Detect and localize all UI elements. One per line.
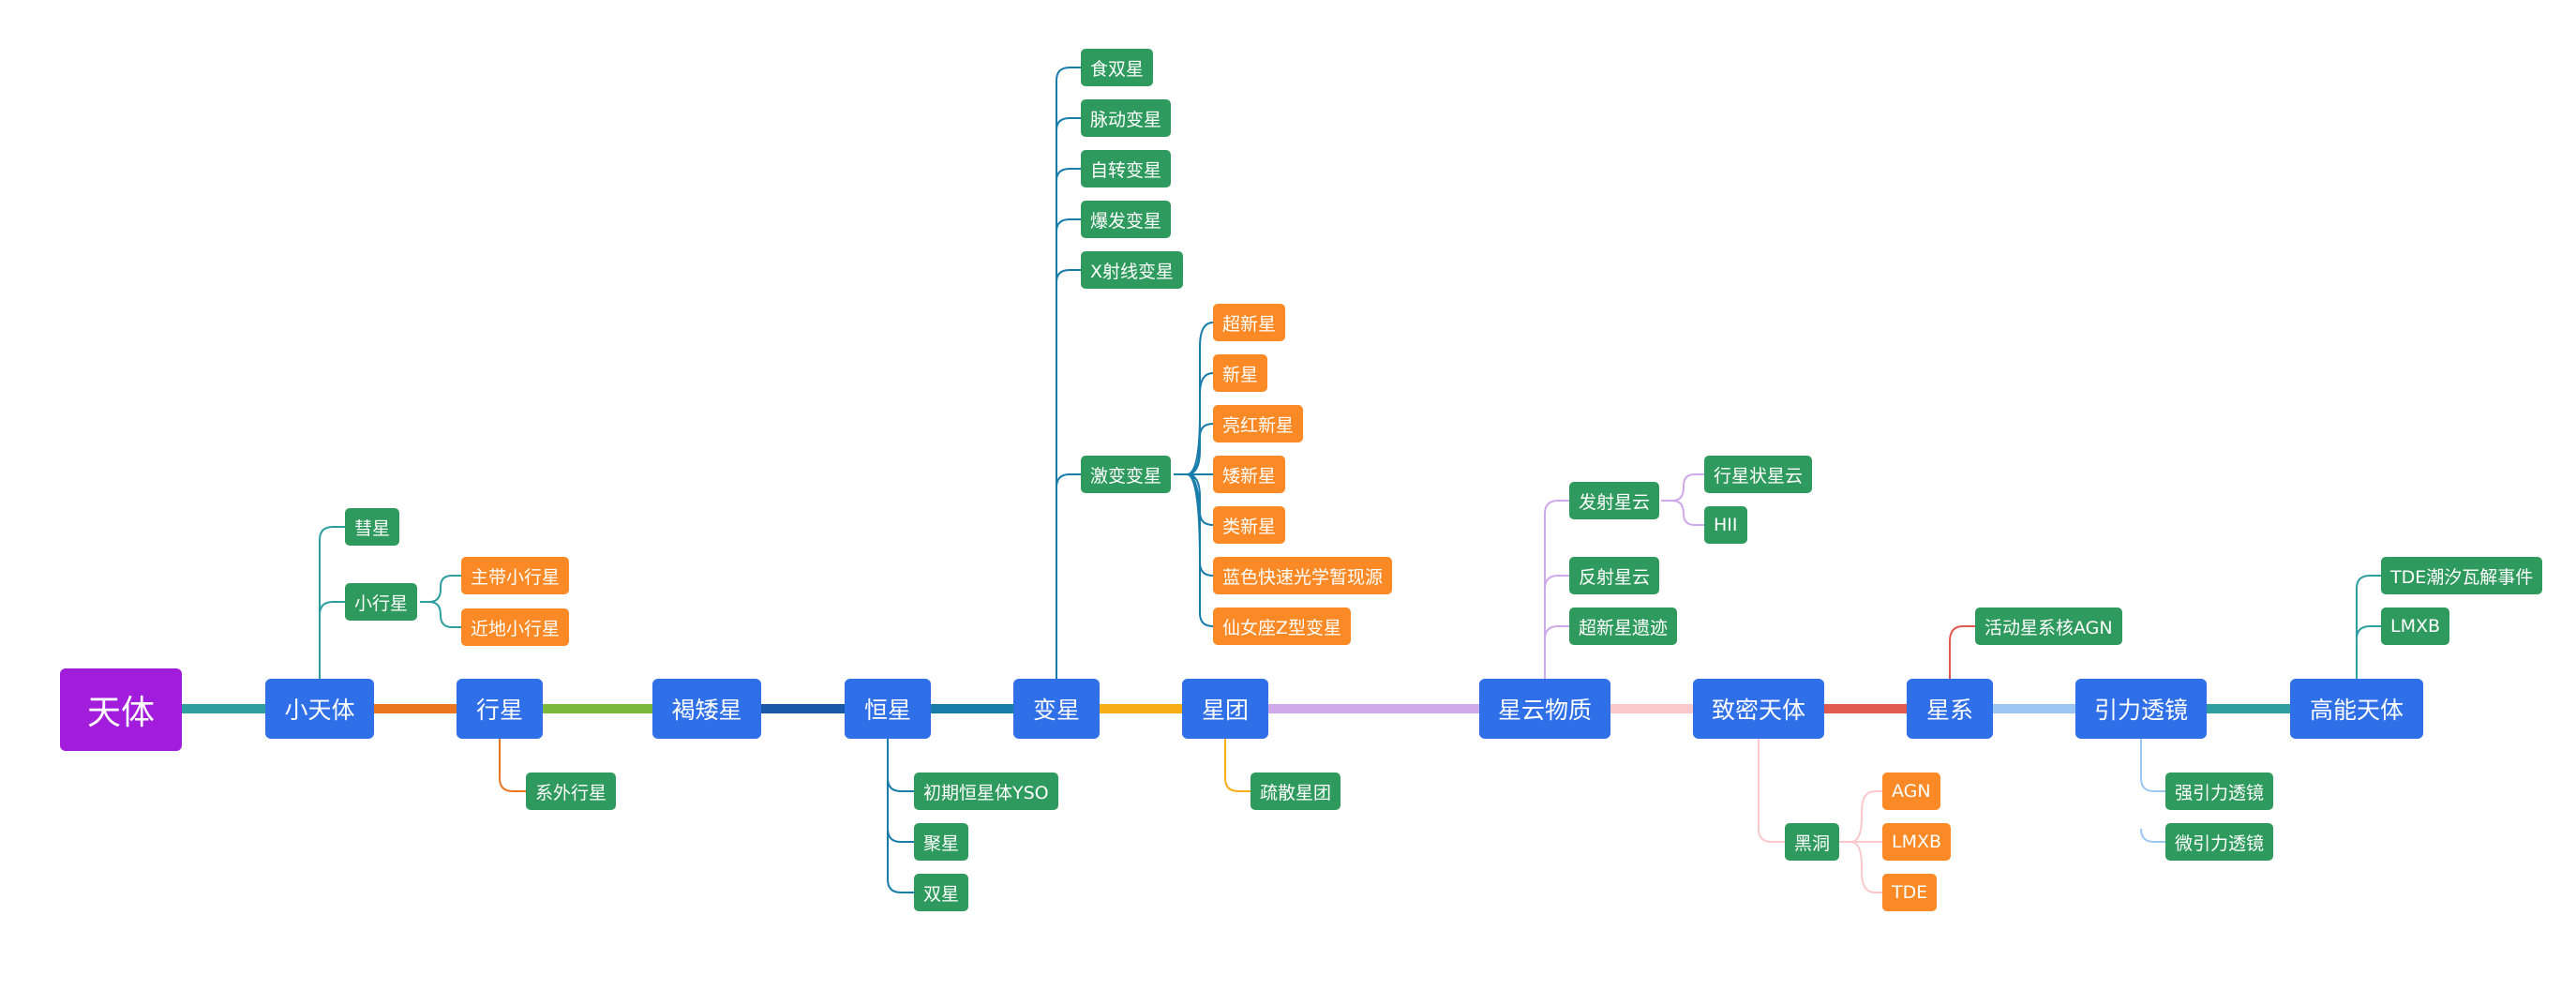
- connector-lensing: [2140, 739, 2165, 843]
- node-binary-star[interactable]: 双星: [914, 874, 969, 911]
- node-comet[interactable]: 彗星: [345, 508, 400, 546]
- node-exoplanet[interactable]: 系外行星: [526, 772, 617, 810]
- node-dwarf-nova[interactable]: 矮新星: [1213, 456, 1286, 493]
- node-strong-lensing[interactable]: 强引力透镜: [2165, 772, 2274, 810]
- connector-black-hole: [1838, 790, 1882, 893]
- node-nebula[interactable]: 星云物质: [1479, 679, 1610, 739]
- node-small-body[interactable]: 小天体: [265, 679, 374, 739]
- node-yso[interactable]: 初期恒星体YSO: [914, 772, 1058, 810]
- node-high-energy[interactable]: 高能天体: [2290, 679, 2423, 739]
- node-nova[interactable]: 新星: [1213, 354, 1268, 392]
- connector-planet: [499, 739, 526, 792]
- node-xray-variable[interactable]: X射线变星: [1081, 251, 1184, 289]
- connector-star: [887, 739, 914, 893]
- connector-minor-planet: [420, 575, 461, 628]
- connector-variable: [1056, 67, 1081, 679]
- node-high-energy-lmxb[interactable]: LMXB: [2381, 608, 2450, 645]
- node-agn[interactable]: AGN: [1882, 772, 1940, 810]
- node-black-hole[interactable]: 黑洞: [1785, 823, 1840, 861]
- node-compact-object[interactable]: 致密天体: [1693, 679, 1824, 739]
- node-fbot[interactable]: 蓝色快速光学暂现源: [1213, 557, 1393, 594]
- connector-small-body: [319, 526, 345, 679]
- node-active-galactic-nucleus[interactable]: 活动星系核AGN: [1975, 608, 2122, 645]
- connector-galaxy: [1949, 625, 1975, 679]
- node-planetary-nebula[interactable]: 行星状星云: [1704, 456, 1813, 493]
- node-multiple-star[interactable]: 聚星: [914, 823, 969, 861]
- node-luminous-red-nova[interactable]: 亮红新星: [1213, 405, 1304, 442]
- node-reflection-nebula[interactable]: 反射星云: [1569, 557, 1660, 594]
- node-cataclysmic-variable[interactable]: 激变变星: [1081, 456, 1172, 493]
- node-z-andromedae[interactable]: 仙女座Z型变星: [1213, 608, 1352, 645]
- node-eclipsing-binary[interactable]: 食双星: [1081, 49, 1154, 86]
- node-eruptive-variable[interactable]: 爆发变星: [1081, 201, 1172, 238]
- node-nova-like[interactable]: 类新星: [1213, 506, 1286, 544]
- node-lmxb[interactable]: LMXB: [1882, 823, 1952, 861]
- connector-compact: [1758, 739, 1785, 843]
- node-near-earth-asteroid[interactable]: 近地小行星: [461, 608, 570, 646]
- node-pulsating-variable[interactable]: 脉动变星: [1081, 99, 1172, 137]
- node-main-belt-asteroid[interactable]: 主带小行星: [461, 557, 570, 594]
- node-variable-star[interactable]: 变星: [1013, 679, 1100, 739]
- connector-emission: [1661, 473, 1704, 526]
- node-gravitational-lensing[interactable]: 引力透镜: [2075, 679, 2207, 739]
- connector-nebula: [1544, 500, 1569, 679]
- node-star-cluster[interactable]: 星团: [1182, 679, 1268, 739]
- connector-cataclysmic: [1174, 322, 1214, 627]
- root-node[interactable]: 天体: [60, 668, 182, 751]
- node-tde[interactable]: TDE: [1882, 874, 1938, 911]
- node-star[interactable]: 恒星: [845, 679, 931, 739]
- node-open-cluster[interactable]: 疏散星团: [1251, 772, 1341, 810]
- node-hii-region[interactable]: HII: [1704, 506, 1747, 544]
- node-planet[interactable]: 行星: [457, 679, 543, 739]
- node-tidal-disruption-event[interactable]: TDE潮汐瓦解事件: [2381, 557, 2543, 594]
- connector-high-energy: [2356, 575, 2381, 679]
- node-supernova[interactable]: 超新星: [1213, 304, 1286, 341]
- node-brown-dwarf[interactable]: 褐矮星: [652, 679, 761, 739]
- node-microlensing[interactable]: 微引力透镜: [2165, 823, 2274, 861]
- node-galaxy[interactable]: 星系: [1907, 679, 1993, 739]
- connector-cluster: [1224, 739, 1251, 792]
- node-emission-nebula[interactable]: 发射星云: [1569, 482, 1660, 519]
- node-minor-planet[interactable]: 小行星: [345, 583, 418, 621]
- node-supernova-remnant[interactable]: 超新星遗迹: [1569, 608, 1678, 645]
- node-rotating-variable[interactable]: 自转变星: [1081, 150, 1172, 188]
